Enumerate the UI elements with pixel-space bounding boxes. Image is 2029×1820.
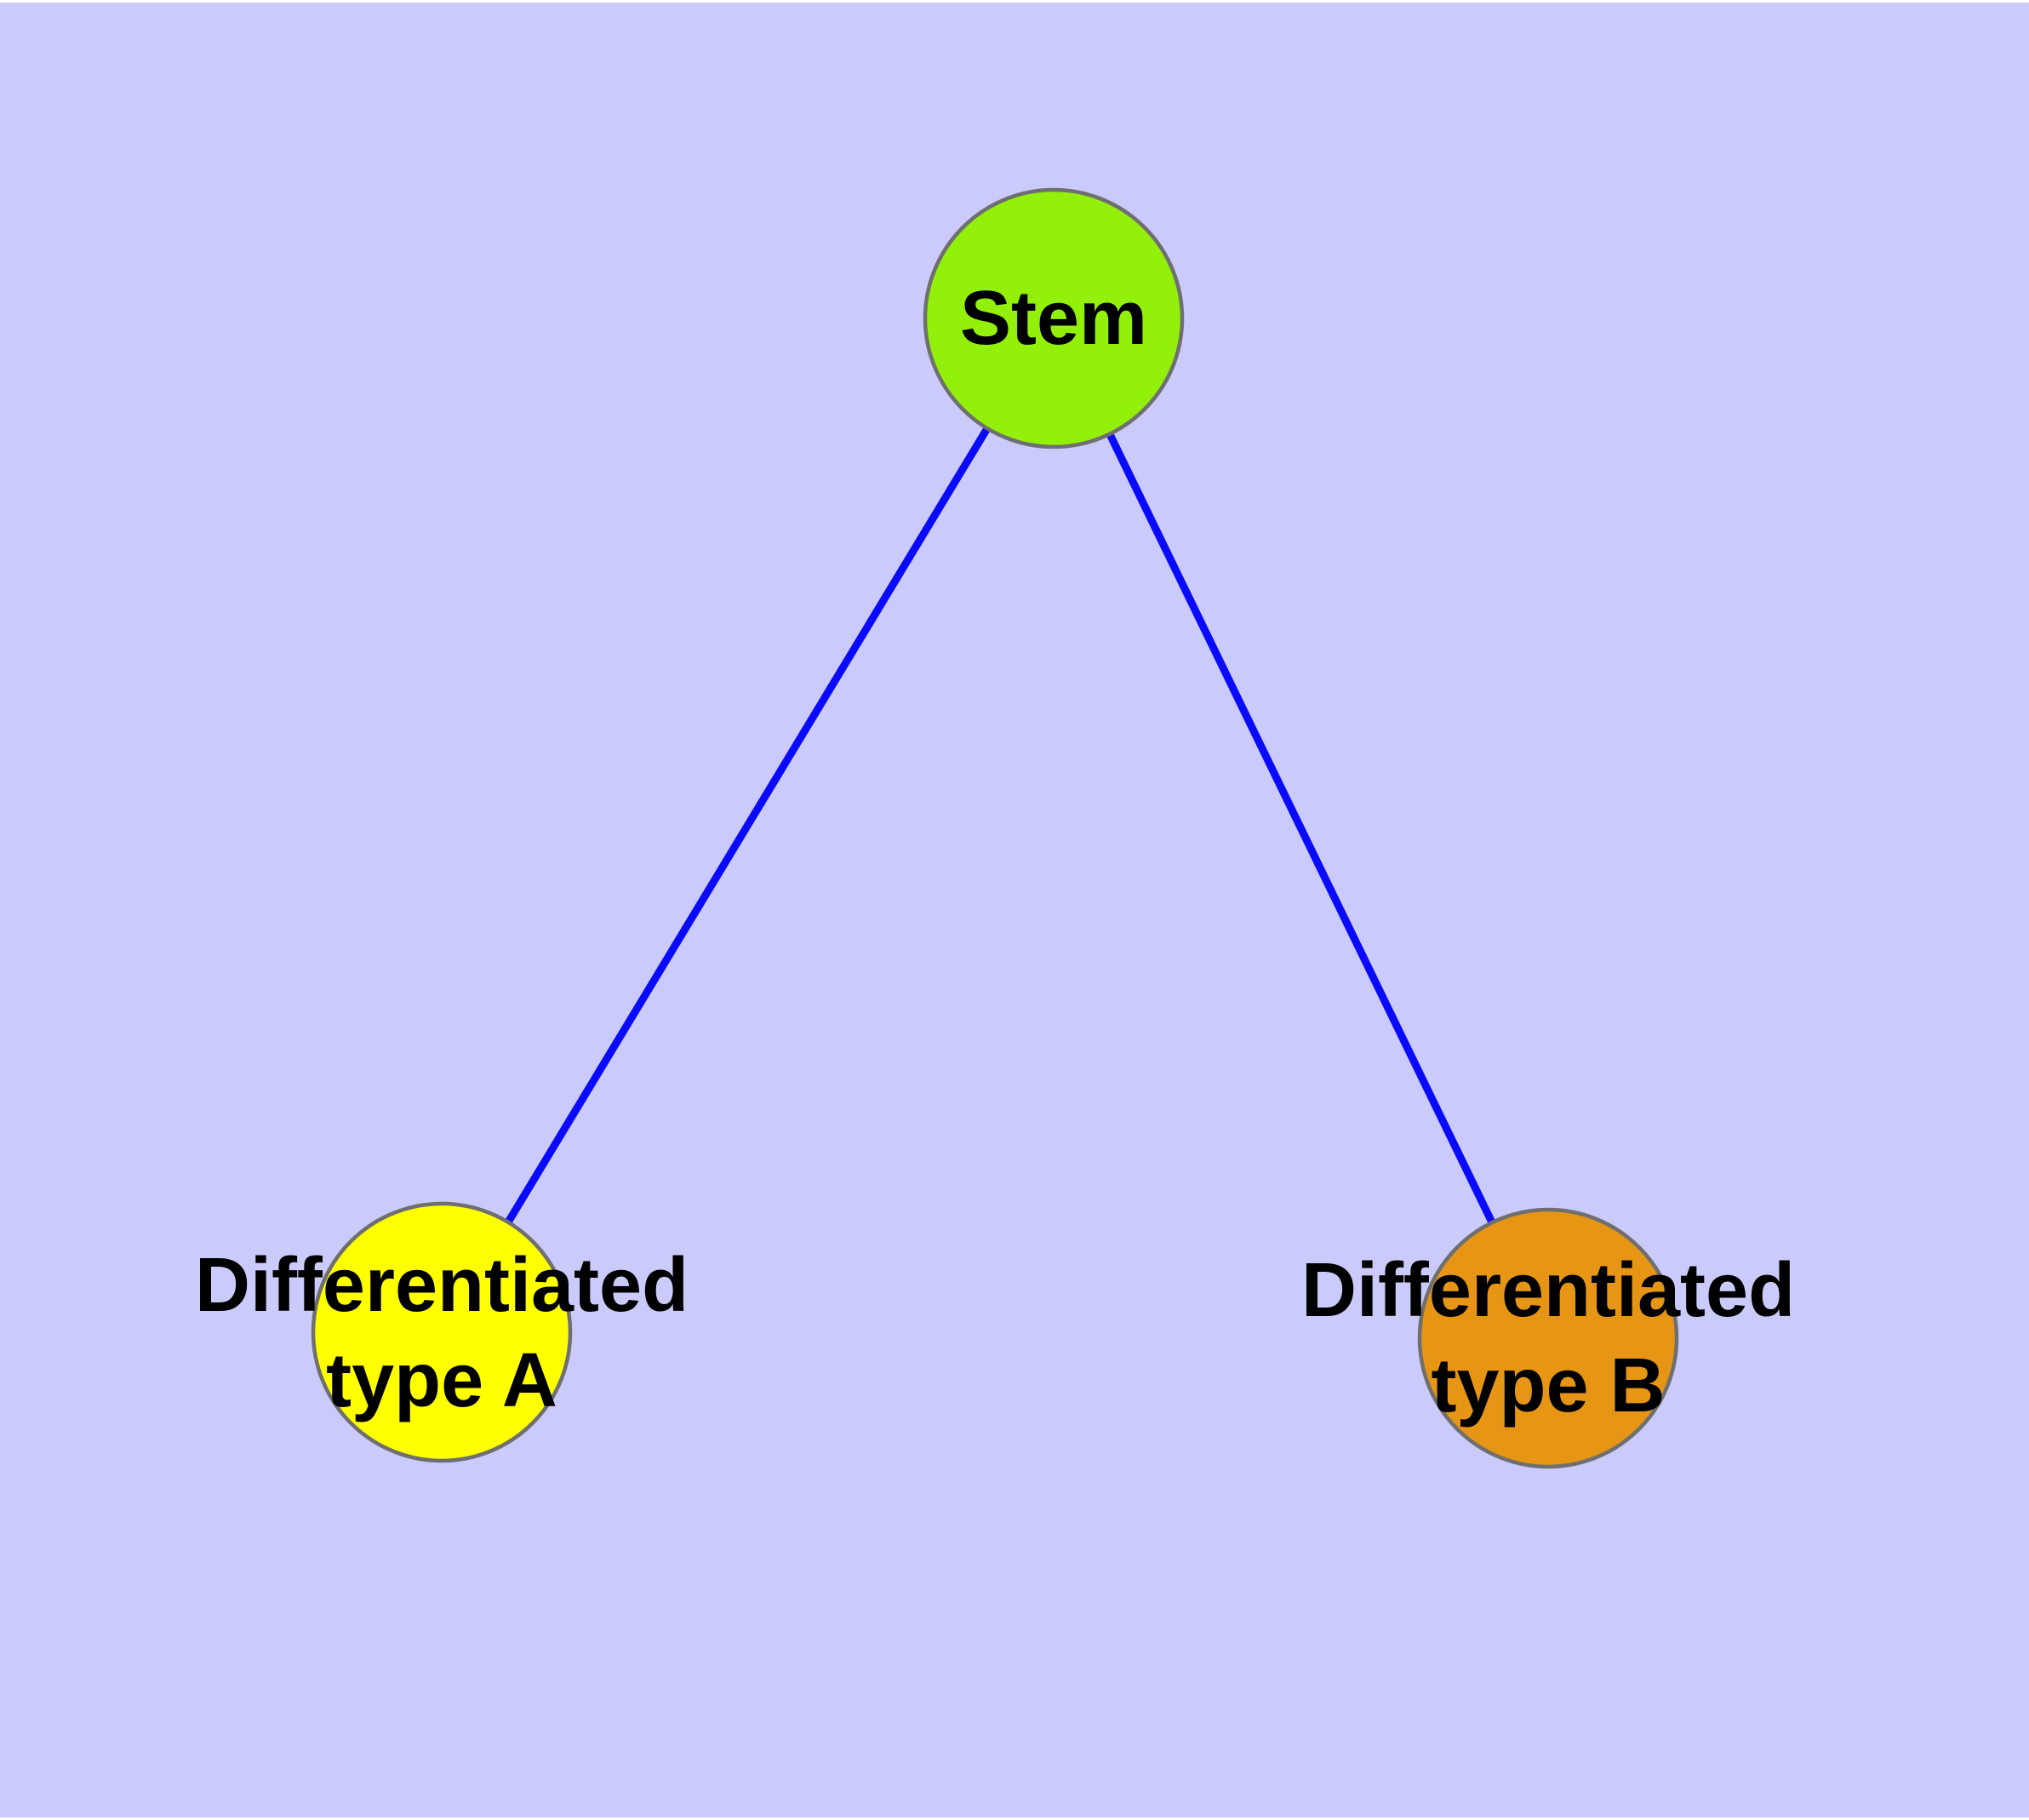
edge-stem-to-type-b <box>1049 317 1552 1340</box>
type-a-label-line1: Differentiated <box>194 1243 689 1328</box>
type-b-label-line2: type B <box>1431 1343 1666 1428</box>
differentiated-type-b-node-label: Differentiated type B <box>1301 1243 1795 1434</box>
edge-stem-to-type-a <box>438 316 1057 1335</box>
node-differentiated-type-a-circle <box>311 1201 573 1463</box>
stem-node-label: Stem <box>959 276 1148 361</box>
differentiated-type-a-node-label: Differentiated type A <box>195 1238 689 1428</box>
type-a-label-line2: type A <box>326 1338 557 1423</box>
node-stem-circle <box>923 187 1185 449</box>
node-differentiated-type-b-circle <box>1417 1207 1679 1469</box>
type-b-label-line1: Differentiated <box>1300 1248 1796 1333</box>
